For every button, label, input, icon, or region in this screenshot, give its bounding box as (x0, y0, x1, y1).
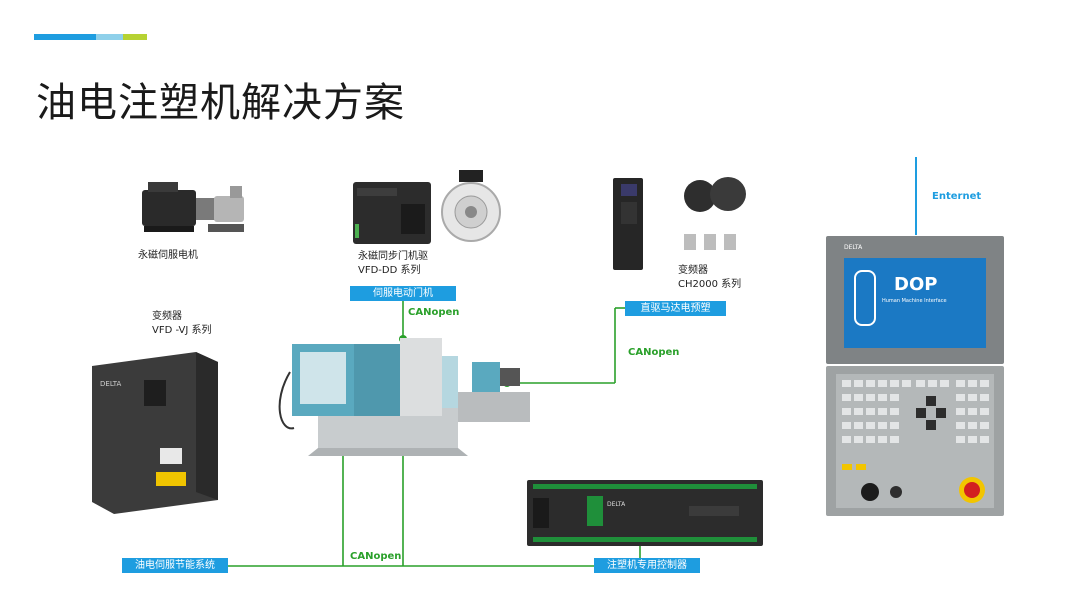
injection-molding-machine (272, 332, 530, 460)
inverter-vfd-vj: DELTA (92, 352, 220, 518)
canopen-label-right: CANopen (628, 347, 680, 358)
vj-caption-line2: VFD -VJ 系列 (152, 325, 212, 336)
hmi-display-frame: DELTA DOP Human Machine Interface (826, 236, 1004, 364)
tag-servo-energy: 油电伺服节能系统 (122, 558, 228, 573)
canopen-label-top: CANopen (408, 307, 460, 318)
servo-motor-illustration (142, 182, 244, 232)
door-motor (441, 170, 501, 250)
tag-servo-door: 伺服电动门机 (350, 286, 456, 301)
tag-imm-controller: 注塑机专用控制器 (594, 558, 700, 573)
accent-bar-green (123, 34, 147, 40)
door-drive-caption-line1: 永磁同步门机驱 (358, 251, 428, 262)
internet-label: Enternet (932, 191, 982, 202)
door-drive-caption-line2: VFD-DD 系列 (358, 265, 421, 276)
hand-icon (854, 270, 876, 326)
ch2000-caption-line1: 变频器 (678, 265, 708, 276)
door-motor-illustration (441, 170, 501, 242)
door-drive-unit (353, 180, 433, 250)
keypad-illustration (836, 374, 994, 508)
servo-motor-caption: 永磁伺服电机 (138, 250, 198, 261)
imm-illustration (278, 338, 530, 456)
hmi-screen-subtitle: Human Machine Interface (882, 298, 947, 304)
vfd-vj-illustration: DELTA (92, 352, 218, 514)
inverter-ch2000 (613, 178, 643, 274)
hmi-screen-title: DOP (894, 274, 938, 295)
ch2000-caption-line2: CH2000 系列 (678, 279, 742, 290)
page-title: 油电注塑机解决方案 (36, 80, 405, 126)
hmi-brand: DELTA (844, 244, 863, 251)
direct-drive-motors-illustration (684, 177, 746, 250)
accent-bar-lightblue (96, 34, 123, 40)
hmi-keypad-panel (826, 366, 1004, 516)
hmi-screen: DOP Human Machine Interface (844, 258, 986, 348)
door-drive-illustration (353, 182, 431, 244)
accent-bar-blue (34, 34, 96, 40)
tag-direct-drive: 直驱马达电预塑 (625, 301, 726, 316)
controller-illustration: DELTA (527, 480, 763, 546)
controller-brand: DELTA (607, 501, 626, 508)
canopen-label-bottom: CANopen (350, 551, 402, 562)
imm-controller: DELTA (527, 480, 763, 552)
pm-servo-motor (138, 176, 256, 252)
svg-text:DELTA: DELTA (100, 380, 121, 388)
ch2000-illustration (613, 178, 643, 270)
direct-drive-motors (678, 176, 750, 260)
vj-caption-line1: 变频器 (152, 311, 182, 322)
